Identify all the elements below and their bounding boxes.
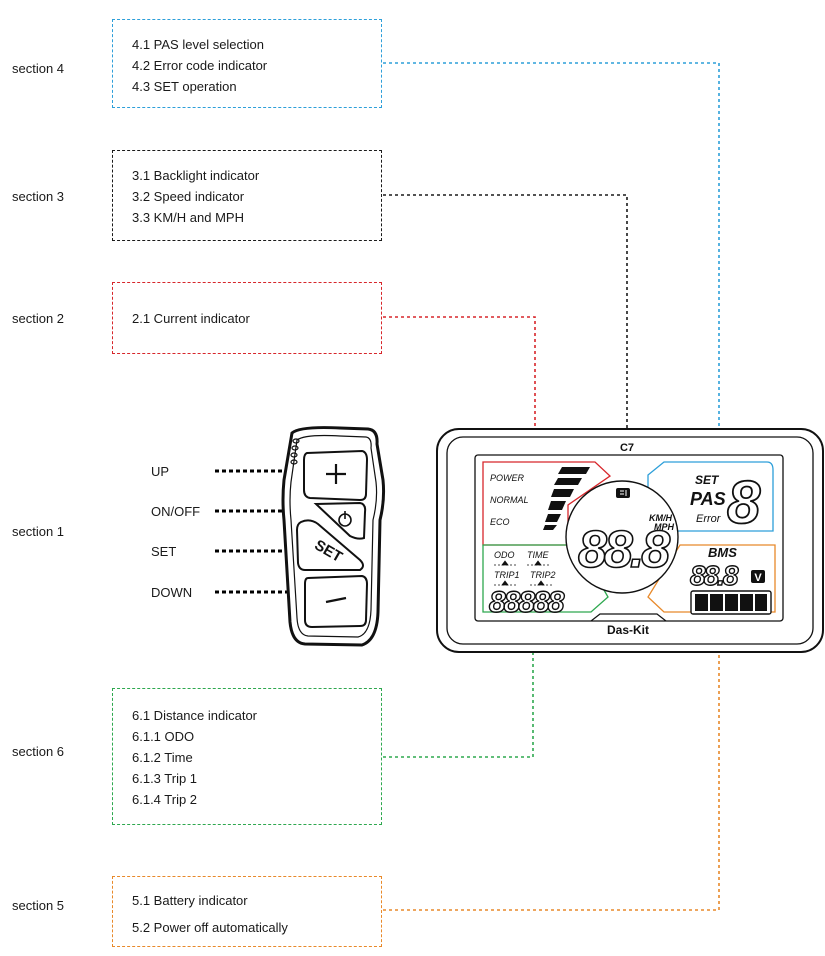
remote-control: SET bbox=[281, 426, 386, 647]
brand-name: Das-Kit bbox=[607, 623, 649, 637]
power-level-bars bbox=[543, 467, 590, 530]
section-3-box: 3.1 Backlight indicator 3.2 Speed indica… bbox=[112, 150, 382, 241]
section-6-connector bbox=[383, 610, 534, 758]
plus-icon bbox=[326, 464, 346, 484]
section-2-item: 2.1 Current indicator bbox=[132, 311, 250, 326]
section-3-item: 3.3 KM/H and MPH bbox=[132, 210, 244, 225]
normal-mode: NORMAL bbox=[490, 495, 529, 505]
battery-icon bbox=[690, 590, 772, 615]
speed-circle bbox=[565, 480, 679, 594]
section-2-connector bbox=[383, 316, 536, 462]
section-5-connector bbox=[383, 612, 720, 911]
pas-indicator: PAS bbox=[690, 489, 726, 509]
section-5-item: 5.2 Power off automatically bbox=[132, 920, 288, 935]
onoff-label: ON/OFF bbox=[151, 504, 201, 519]
pas-level-digit: 8 bbox=[727, 469, 761, 536]
up-label: UP bbox=[151, 464, 170, 479]
volt-unit: V bbox=[754, 572, 762, 584]
section-1-label: section 1 bbox=[12, 524, 65, 539]
section-2-box: 2.1 Current indicator bbox=[112, 282, 382, 354]
section-2-label: section 2 bbox=[12, 311, 65, 326]
section-6-item: 6.1.4 Trip 2 bbox=[132, 792, 198, 807]
section-3-item: 3.1 Backlight indicator bbox=[132, 168, 260, 183]
trip1-label: TRIP1 bbox=[494, 570, 520, 580]
section-3-label: section 3 bbox=[12, 189, 65, 204]
display-frame-inner bbox=[446, 436, 814, 645]
section-4-item: 4.1 PAS level selection bbox=[132, 37, 264, 52]
distance-pointer-icons bbox=[494, 560, 552, 586]
eco-mode: ECO bbox=[490, 517, 510, 527]
down-label: DOWN bbox=[151, 585, 193, 600]
power-icon bbox=[338, 511, 352, 527]
trip2-label: TRIP2 bbox=[530, 570, 556, 580]
odo-label: ODO bbox=[494, 550, 515, 560]
distance-segment-outline bbox=[482, 544, 609, 613]
backlight-icon bbox=[616, 488, 630, 498]
section-4-item: 4.3 SET operation bbox=[132, 79, 237, 94]
section-6-item: 6.1.3 Trip 1 bbox=[132, 771, 198, 786]
time-label: TIME bbox=[527, 550, 549, 560]
onoff-key bbox=[313, 501, 367, 540]
power-mode: POWER bbox=[490, 473, 525, 483]
bms-label: BMS bbox=[708, 545, 737, 560]
section-5-item: 5.1 Battery indicator bbox=[132, 893, 248, 908]
section-4-connector bbox=[383, 62, 720, 462]
set-indicator: SET bbox=[695, 473, 720, 487]
pas-segment-outline bbox=[647, 461, 774, 532]
section-6-item: 6.1 Distance indicator bbox=[132, 708, 258, 723]
model-name: C7 bbox=[620, 442, 634, 454]
section-6-box: 6.1 Distance indicator 6.1.1 ODO 6.1.2 T… bbox=[112, 688, 382, 825]
set-key bbox=[295, 519, 364, 571]
kmh-unit: KM/H bbox=[649, 513, 672, 523]
section-6-item: 6.1.1 ODO bbox=[132, 729, 195, 744]
distance-value: 88888 bbox=[489, 586, 565, 619]
section-5-box: 5.1 Battery indicator 5.2 Power off auto… bbox=[112, 876, 382, 947]
section-6-label: section 6 bbox=[12, 744, 65, 759]
brand-tab bbox=[590, 613, 667, 622]
section-6-item: 6.1.2 Time bbox=[132, 750, 193, 765]
volt-unit-box bbox=[751, 570, 765, 583]
minus-icon bbox=[325, 596, 347, 604]
section-4-box: 4.1 PAS level selection 4.2 Error code i… bbox=[112, 19, 382, 108]
section-3-item: 3.2 Speed indicator bbox=[132, 189, 245, 204]
lcd-unit: C7 Das-Kit POWER NORMAL ECO 7 88.8 KM/H … bbox=[436, 428, 824, 653]
voltage-value: 88.8 bbox=[690, 560, 739, 591]
section-4-item: 4.2 Error code indicator bbox=[132, 58, 268, 73]
set-label: SET bbox=[151, 544, 177, 559]
section-4-label: section 4 bbox=[12, 61, 65, 76]
down-key bbox=[304, 574, 369, 629]
mph-unit: MPH bbox=[654, 522, 675, 532]
section-5-label: section 5 bbox=[12, 898, 65, 913]
speed-value: 88.8 bbox=[578, 521, 670, 579]
error-indicator: Error bbox=[696, 513, 722, 525]
vent-icon bbox=[290, 438, 300, 465]
